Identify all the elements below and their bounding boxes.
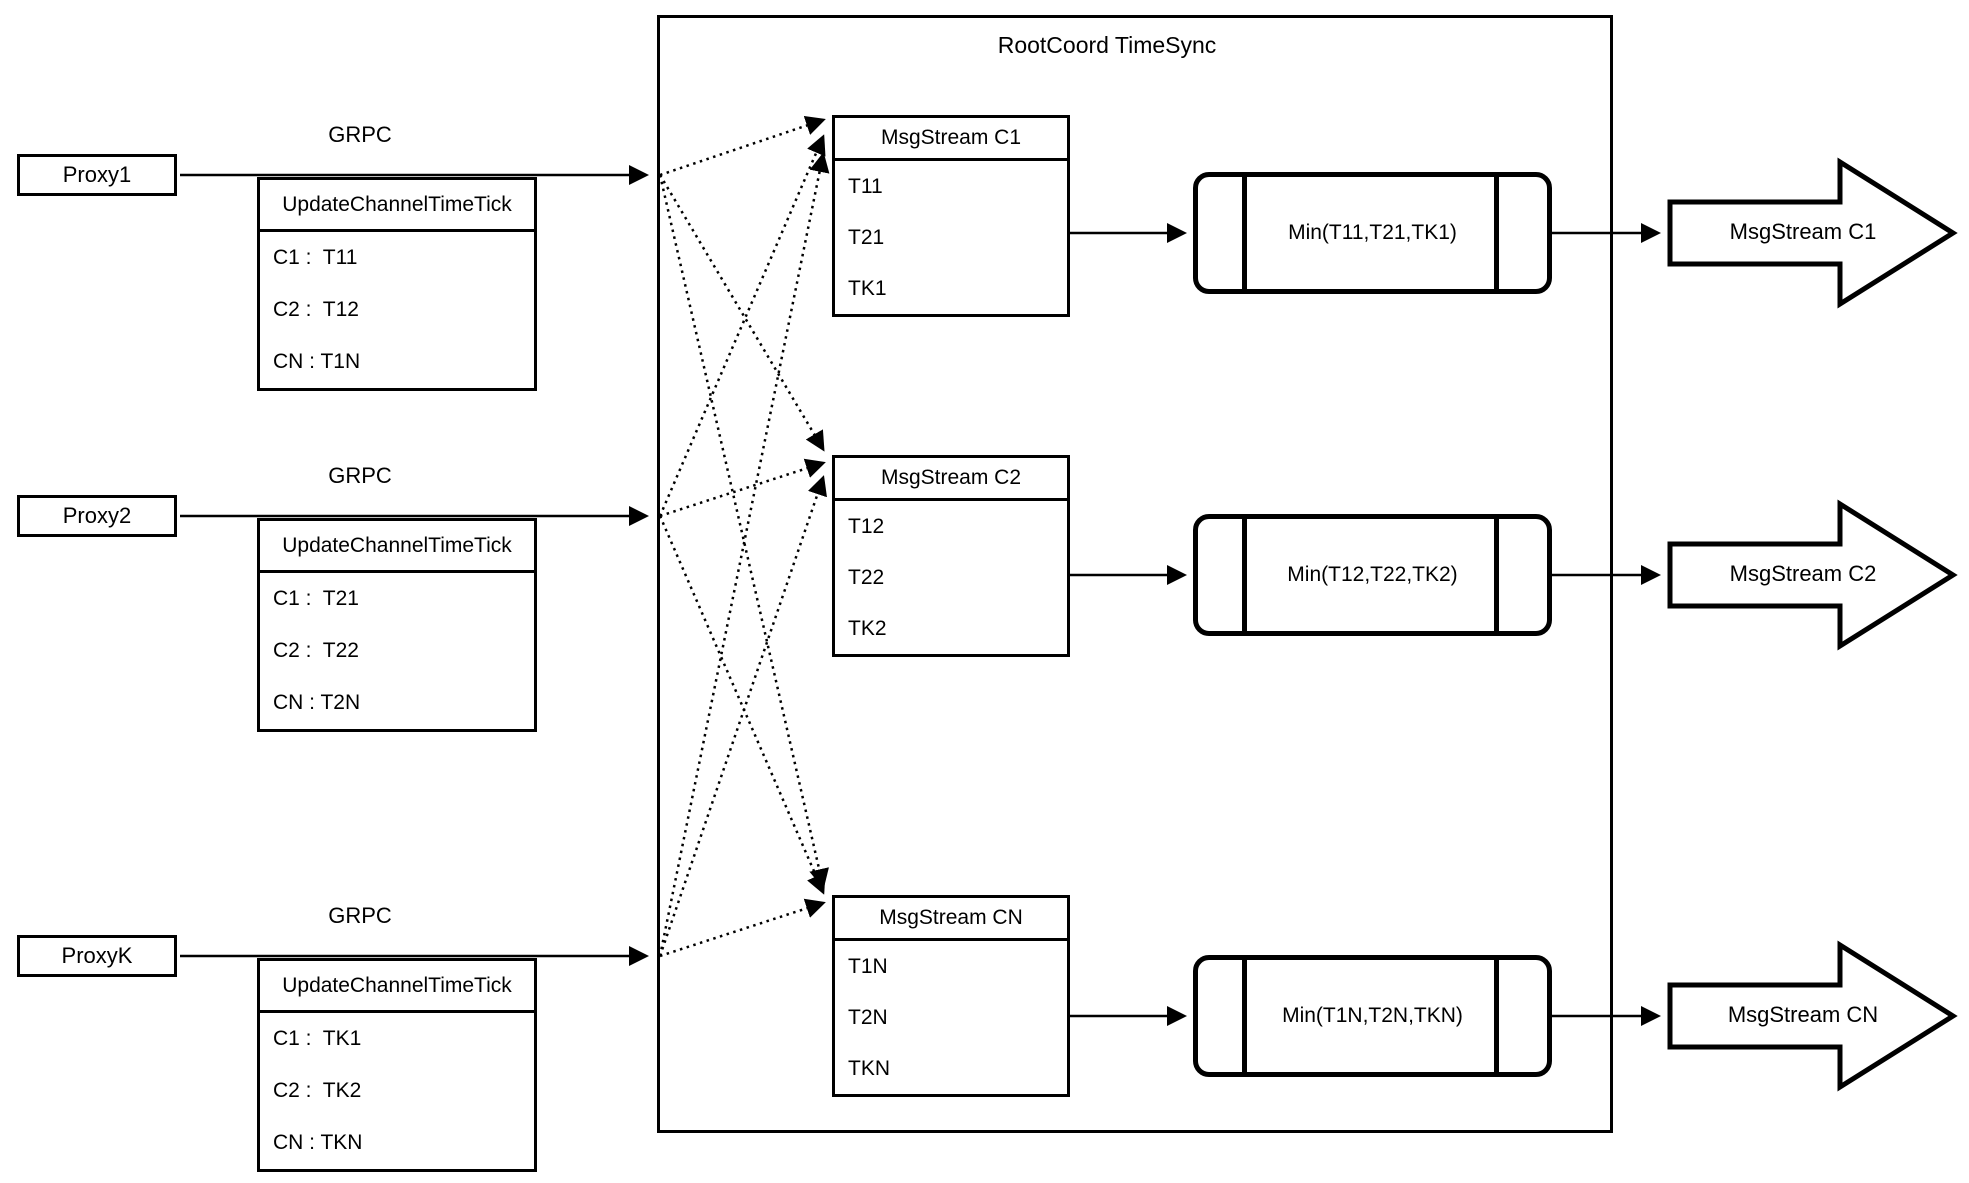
min-process-c2-right-cap <box>1494 519 1499 631</box>
min-process-c1: Min(T11,T21,TK1) <box>1193 172 1552 294</box>
proxyk-label: ProxyK <box>61 943 133 968</box>
proxy2-node: Proxy2 <box>17 495 177 537</box>
proxy1-node: Proxy1 <box>17 154 177 196</box>
min-process-c1-left-cap <box>1242 177 1247 289</box>
output-stream-cn-label: MsgStream CN <box>1727 1002 1879 1027</box>
min-process-cn-right-cap <box>1494 960 1499 1072</box>
min-process-c1-label: Min(T11,T21,TK1) <box>1288 221 1457 244</box>
uctt-table-3-row-cn: CN : TKN <box>273 1131 363 1154</box>
uctt-table-2-row-c1: C1 : T21 <box>273 587 359 610</box>
grpc-label-1: GRPC <box>328 122 392 147</box>
uctt-table-3-row-c1: C1 : TK1 <box>273 1027 362 1050</box>
msgstream-c2-tick-3: TK2 <box>848 616 887 640</box>
min-process-cn: Min(T1N,T2N,TKN) <box>1193 955 1552 1077</box>
uctt-table-2-header: UpdateChannelTimeTick <box>260 521 534 573</box>
msgstream-c1-tick-3: TK1 <box>848 276 887 300</box>
msgstream-c2-header: MsgStream C2 <box>835 458 1067 501</box>
min-process-c2: Min(T12,T22,TK2) <box>1193 514 1552 636</box>
msgstream-c1-tick-2: T21 <box>848 225 885 249</box>
msgstream-c2-tick-2: T22 <box>848 565 885 589</box>
uctt-table-1-row-c1: C1 : T11 <box>273 246 358 269</box>
msgstream-c1-header: MsgStream C1 <box>835 118 1067 161</box>
output-stream-c1-label: MsgStream C1 <box>1729 219 1877 244</box>
uctt-table-2-row-c2: C2 : T22 <box>273 639 359 662</box>
rootcoord-timesync-title: RootCoord TimeSync <box>997 32 1217 58</box>
msgstream-c2-tick-1: T12 <box>848 514 885 538</box>
min-process-c2-label: Min(T12,T22,TK2) <box>1287 563 1458 586</box>
msgstream-c2-table: MsgStream C2 T12 T22 TK2 <box>832 455 1070 657</box>
uctt-table-1-header: UpdateChannelTimeTick <box>260 180 534 232</box>
update-channel-timetick-table-3: UpdateChannelTimeTick C1 : TK1 C2 : TK2 … <box>257 958 537 1172</box>
uctt-table-1-row-cn: CN : T1N <box>273 350 361 373</box>
min-process-cn-left-cap <box>1242 960 1247 1072</box>
min-process-c1-right-cap <box>1494 177 1499 289</box>
proxyk-node: ProxyK <box>17 935 177 977</box>
grpc-label-3: GRPC <box>328 903 392 928</box>
uctt-table-2-row-cn: CN : T2N <box>273 691 361 714</box>
uctt-table-3-header: UpdateChannelTimeTick <box>260 961 534 1013</box>
update-channel-timetick-table-1: UpdateChannelTimeTick C1 : T11 C2 : T12 … <box>257 177 537 391</box>
proxy1-label: Proxy1 <box>62 162 132 187</box>
msgstream-cn-tick-1: T1N <box>848 954 888 978</box>
min-process-c2-left-cap <box>1242 519 1247 631</box>
output-stream-c2-label: MsgStream C2 <box>1729 561 1877 586</box>
update-channel-timetick-table-2: UpdateChannelTimeTick C1 : T21 C2 : T22 … <box>257 518 537 732</box>
proxy2-label: Proxy2 <box>62 503 132 528</box>
uctt-table-3-row-c2: C2 : TK2 <box>273 1079 362 1102</box>
msgstream-cn-tick-3: TKN <box>848 1056 890 1080</box>
uctt-table-1-row-c2: C2 : T12 <box>273 298 359 321</box>
msgstream-cn-header: MsgStream CN <box>835 898 1067 941</box>
msgstream-c1-tick-1: T11 <box>848 174 883 198</box>
msgstream-cn-tick-2: T2N <box>848 1005 888 1029</box>
msgstream-cn-table: MsgStream CN T1N T2N TKN <box>832 895 1070 1097</box>
min-process-cn-label: Min(T1N,T2N,TKN) <box>1282 1004 1463 1027</box>
grpc-label-2: GRPC <box>328 463 392 488</box>
msgstream-c1-table: MsgStream C1 T11 T21 TK1 <box>832 115 1070 317</box>
